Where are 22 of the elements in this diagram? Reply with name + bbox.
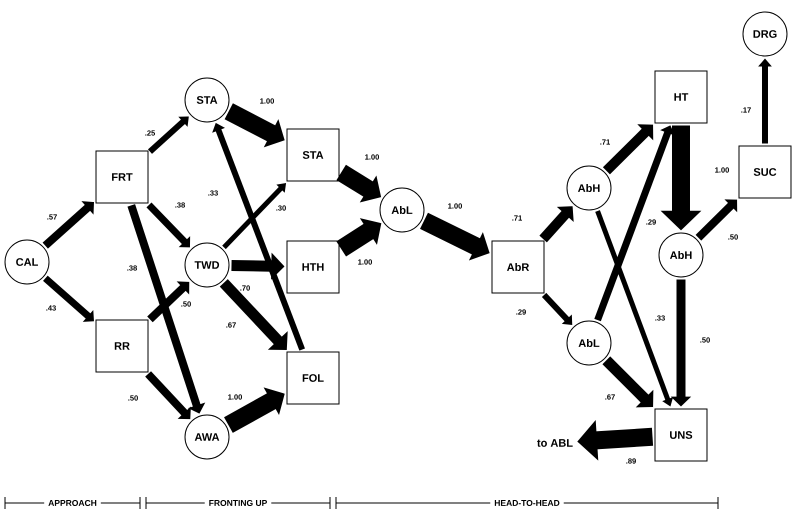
- arrow: [146, 202, 190, 248]
- target-text: to ABL: [537, 439, 573, 447]
- act-box: UNS: [654, 408, 708, 462]
- act-box: AbR: [492, 240, 544, 294]
- act-box: SUC: [738, 146, 792, 198]
- phase-label: HEAD-TO-HEAD: [490, 498, 564, 507]
- arrow: [145, 371, 191, 420]
- arrow: [43, 276, 94, 322]
- act-box: HTH: [286, 240, 340, 294]
- arrow: [602, 124, 654, 174]
- act-box: FOL: [286, 351, 340, 404]
- act-box: RR: [96, 320, 148, 372]
- arrow: [220, 279, 288, 350]
- act-box: HT: [654, 70, 708, 124]
- arrow: [696, 199, 738, 241]
- arrow: [147, 281, 190, 322]
- act-box: STA: [286, 128, 340, 182]
- phase-label: APPROACH: [44, 498, 101, 507]
- arrow: [42, 201, 94, 249]
- arrow: [602, 356, 654, 408]
- phase-label: FRONTING UP: [204, 498, 272, 507]
- act-box: FRT: [96, 150, 148, 204]
